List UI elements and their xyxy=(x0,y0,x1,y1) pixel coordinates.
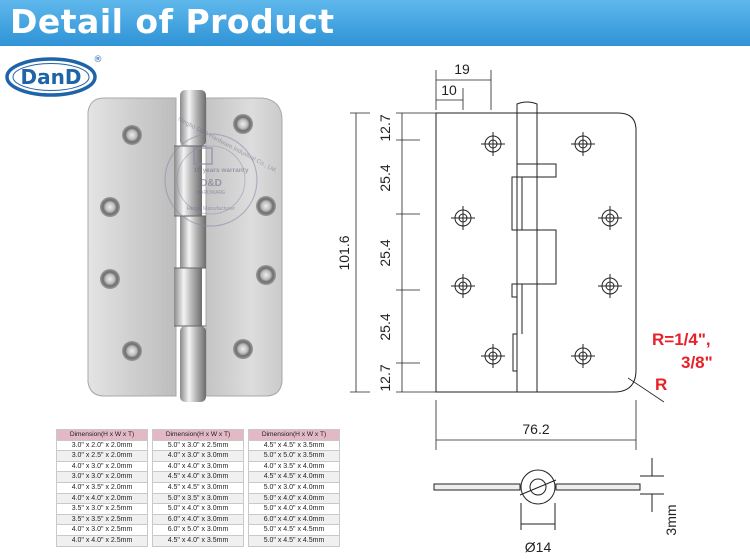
table-row: 3.5" x 3.5" x 2.5mm 6.0" x 4.0" x 3.0mm 6.… xyxy=(56,513,340,526)
table-cell: 5.0" x 4.0" x 4.0mm xyxy=(248,492,340,505)
dimension-table: Dimension(H x W x T) Dimension(H x W x T… xyxy=(56,429,340,547)
table-row: 4.0" x 3.0" x 2.5mm 6.0" x 5.0" x 3.0mm 5.… xyxy=(56,524,340,536)
table-row: 4.0" x 4.0" x 2.5mm 4.5" x 4.0" x 3.5mm 5.… xyxy=(56,534,340,547)
dim-12-7-top: 12.7 xyxy=(377,114,393,141)
hinge-left-leaf xyxy=(87,97,177,397)
dim-25-4-b: 25.4 xyxy=(377,239,393,266)
table-row: 4.0" x 4.0" x 2.0mm 5.0" x 3.5" x 3.0mm 5.… xyxy=(56,492,340,505)
hinge-outline xyxy=(435,101,637,393)
hinge-right-leaf xyxy=(205,97,283,397)
dim-25-4-c: 25.4 xyxy=(377,313,393,340)
table-cell: 4.5" x 4.5" x 3.5mm xyxy=(248,439,340,452)
table-header-row: Dimension(H x W x T) Dimension(H x W x T… xyxy=(56,429,340,441)
dim-3mm: 3mm xyxy=(663,504,679,535)
dimension-lines xyxy=(350,70,665,450)
table-cell: 6.0" x 4.0" x 3.0mm xyxy=(152,513,244,526)
table-cell: 5.0" x 5.0" x 3.5mm xyxy=(248,450,340,462)
table-row: 4.0" x 3.0" x 2.0mm 4.0" x 4.0" x 3.0mm 4.… xyxy=(56,460,340,473)
watermark-hardware: HARDWARE xyxy=(197,190,227,196)
page-title: Detail of Product xyxy=(10,2,335,41)
technical-drawing: 19 10 12.7 25.4 25.4 25.4 12.7 101.6 76.… xyxy=(336,61,713,555)
table-cell: 3.0" x 2.0" x 2.0mm xyxy=(56,439,148,452)
side-view xyxy=(433,458,664,530)
table-cell: 4.5" x 4.0" x 3.5mm xyxy=(152,534,244,547)
table-row: 3.0" x 3.0" x 2.0mm 4.5" x 4.0" x 3.0mm 4.… xyxy=(56,471,340,483)
table-header: Dimension(H x W x T) xyxy=(248,429,340,441)
table-row: 4.0" x 3.5" x 2.0mm 4.5" x 4.5" x 3.0mm 5.… xyxy=(56,481,340,494)
table-cell: 3.0" x 3.0" x 2.0mm xyxy=(56,471,148,483)
dim-101-6: 101.6 xyxy=(336,235,352,270)
table-cell: 5.0" x 3.5" x 3.0mm xyxy=(152,492,244,505)
table-cell: 5.0" x 4.0" x 3.0mm xyxy=(152,503,244,515)
radius-line2: 3/8" xyxy=(681,353,713,372)
drawing-screw-holes xyxy=(451,132,622,368)
table-cell: 4.5" x 4.0" x 3.0mm xyxy=(152,471,244,483)
dim-d14: Ø14 xyxy=(525,539,552,555)
table-header: Dimension(H x W x T) xyxy=(56,429,148,441)
watermark-warranty: 10 years warranty xyxy=(194,167,249,174)
registered-mark: ® xyxy=(94,55,103,65)
table-cell: 4.0" x 3.0" x 2.0mm xyxy=(56,460,148,473)
dim-10: 10 xyxy=(441,82,457,98)
dim-12-7-bottom: 12.7 xyxy=(377,364,393,391)
dimension-labels: 19 10 12.7 25.4 25.4 25.4 12.7 101.6 76.… xyxy=(336,61,679,555)
screw-holes xyxy=(100,114,276,361)
table-header: Dimension(H x W x T) xyxy=(152,429,244,441)
table-cell: 5.0" x 4.5" x 4.5mm xyxy=(248,524,340,536)
table-cell: 4.0" x 4.0" x 3.0mm xyxy=(152,460,244,473)
table-cell: 5.0" x 4.5" x 4.5mm xyxy=(248,534,340,547)
table-cell: 4.0" x 4.0" x 2.0mm xyxy=(56,492,148,505)
table-cell: 5.0" x 3.0" x 4.0mm xyxy=(248,481,340,494)
dim-25-4-a: 25.4 xyxy=(377,164,393,191)
table-cell: 3.5" x 3.5" x 2.5mm xyxy=(56,513,148,526)
logo-text: DanD xyxy=(21,65,82,89)
table-cell: 3.0" x 2.5" x 2.0mm xyxy=(56,450,148,462)
header-banner: Detail of Product xyxy=(0,0,750,46)
dim-76-2: 76.2 xyxy=(522,421,549,437)
watermark-brand: D&D xyxy=(200,178,222,189)
product-photo: Ningbo D&D Hardware Industrial Co., Ltd … xyxy=(87,90,283,402)
table-row: 3.0" x 2.0" x 2.0mm 5.0" x 3.0" x 2.5mm 4.… xyxy=(56,439,340,452)
table-cell: 6.0" x 5.0" x 3.0mm xyxy=(152,524,244,536)
table-cell: 6.0" x 4.0" x 4.0mm xyxy=(248,513,340,526)
table-cell: 4.0" x 4.0" x 2.5mm xyxy=(56,534,148,547)
table-cell: 4.0" x 3.0" x 3.0mm xyxy=(152,450,244,462)
table-cell: 5.0" x 4.0" x 4.0mm xyxy=(248,503,340,515)
table-cell: 4.0" x 3.0" x 2.5mm xyxy=(56,524,148,536)
table-cell: 4.0" x 3.5" x 2.0mm xyxy=(56,481,148,494)
hinge-knuckles xyxy=(174,90,206,402)
table-cell: 4.5" x 4.5" x 4.0mm xyxy=(248,471,340,483)
table-row: 3.0" x 2.5" x 2.0mm 4.0" x 3.0" x 3.0mm 5.… xyxy=(56,450,340,462)
radius-spec: R=1/4", 3/8" R xyxy=(652,330,713,394)
table-cell: 4.5" x 4.5" x 3.0mm xyxy=(152,481,244,494)
dim-19: 19 xyxy=(454,61,470,77)
table-cell: 5.0" x 3.0" x 2.5mm xyxy=(152,439,244,452)
brand-logo: DanD ® xyxy=(5,55,103,97)
table-cell: 4.0" x 3.5" x 4.0mm xyxy=(248,460,340,473)
radius-line1: R=1/4", xyxy=(652,330,711,349)
table-row: 3.5" x 3.0" x 2.5mm 5.0" x 4.0" x 3.0mm 5.… xyxy=(56,503,340,515)
table-cell: 3.5" x 3.0" x 2.5mm xyxy=(56,503,148,515)
watermark-manufacturer: Hinge Manufacturer xyxy=(187,206,235,212)
radius-label: R xyxy=(655,375,667,394)
